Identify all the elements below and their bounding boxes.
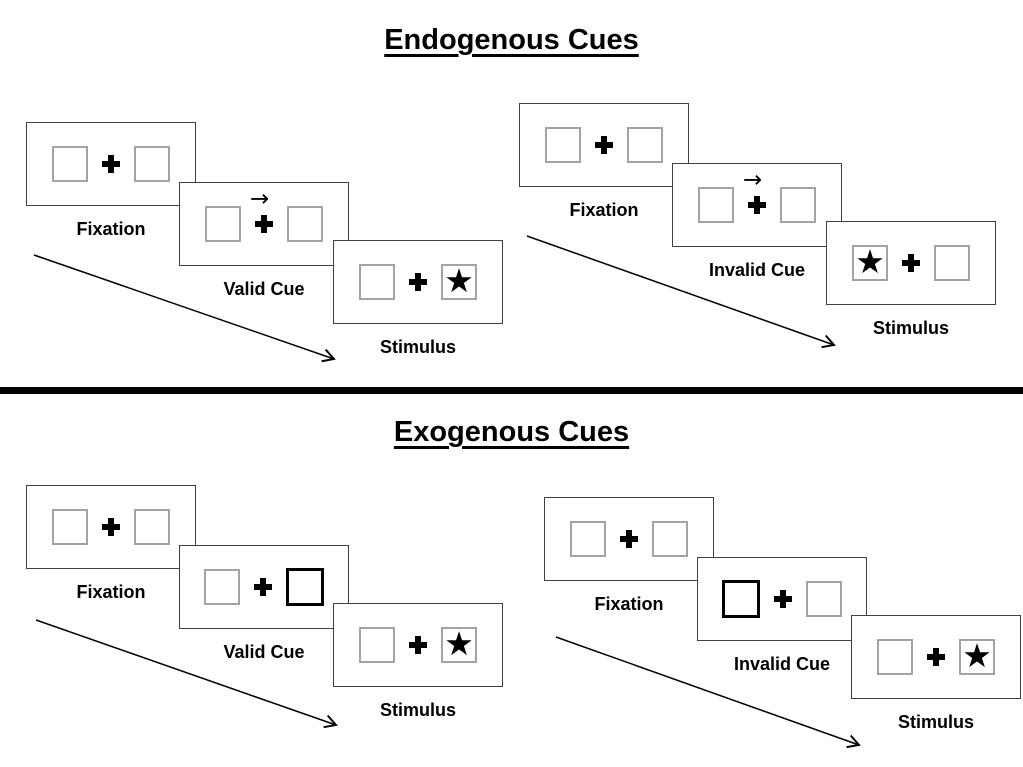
right-box: [934, 245, 970, 281]
panel-stimulus: ★: [826, 221, 996, 305]
left-box: [204, 569, 240, 605]
fixation-cross-icon: →: [250, 188, 273, 233]
panel-fixation: [26, 122, 196, 206]
endogenous-valid-sequence: Fixation → Valid Cue ★ Stimulus: [26, 122, 531, 390]
panel-stimulus: ★: [851, 615, 1021, 699]
left-box: [545, 127, 581, 163]
endogenous-section-title: Endogenous Cues: [384, 24, 639, 56]
fixation-cross-icon: [102, 155, 120, 173]
panel-invalid-cue: →: [672, 163, 842, 247]
fixation-cross-icon: [774, 590, 792, 608]
exogenous-invalid-sequence: Fixation Invalid Cue ★ Stimulus: [544, 497, 1023, 765]
fixation-cross-icon: [595, 136, 613, 154]
panel-invalid-cue: [697, 557, 867, 641]
left-box: [359, 264, 395, 300]
star-icon: ★: [444, 260, 474, 300]
left-box-with-star: ★: [852, 245, 888, 281]
panel-label: Invalid Cue: [733, 654, 831, 674]
panel-fixation: [544, 497, 714, 581]
fixation-cross-icon: [927, 648, 945, 666]
left-box: [570, 521, 606, 557]
panel-label: Fixation: [569, 200, 639, 220]
panel-label: Fixation: [76, 219, 146, 239]
exogenous-valid-sequence: Fixation Valid Cue ★ Stimulus: [26, 485, 531, 753]
right-box-with-star: ★: [441, 264, 477, 300]
right-box: [134, 509, 170, 545]
panel-label: Valid Cue: [223, 642, 305, 662]
fixation-cross-icon: [254, 578, 272, 596]
fixation-cross-icon: [102, 518, 120, 536]
panel-stimulus: ★: [333, 240, 503, 324]
section-divider: [0, 387, 1023, 394]
panel-stimulus: ★: [333, 603, 503, 687]
left-box-cued: [722, 580, 760, 618]
right-box: [627, 127, 663, 163]
cue-arrow-right-icon: →: [743, 167, 763, 193]
panel-label: Stimulus: [872, 318, 949, 338]
left-box: [52, 509, 88, 545]
right-box: [806, 581, 842, 617]
star-icon: ★: [444, 623, 474, 663]
right-box-cued: [286, 568, 324, 606]
panel-label: Fixation: [76, 582, 146, 602]
right-box-with-star: ★: [441, 627, 477, 663]
panel-label: Stimulus: [897, 712, 974, 732]
right-box: [780, 187, 816, 223]
fixation-cross-icon: [620, 530, 638, 548]
star-icon: ★: [855, 241, 885, 281]
right-box: [134, 146, 170, 182]
fixation-cross-icon: [409, 636, 427, 654]
panel-label: Stimulus: [379, 700, 456, 720]
panel-valid-cue: [179, 545, 349, 629]
panel-label: Fixation: [594, 594, 664, 614]
right-box-with-star: ★: [959, 639, 995, 675]
cue-arrow-right-icon: →: [250, 186, 270, 212]
fixation-cross-icon: [902, 254, 920, 272]
left-box: [52, 146, 88, 182]
star-icon: ★: [962, 635, 992, 675]
endogenous-invalid-sequence: Fixation → Invalid Cue ★ Stimulus: [519, 103, 1023, 371]
right-box: [652, 521, 688, 557]
exogenous-section-title: Exogenous Cues: [393, 416, 630, 448]
fixation-cross-icon: [409, 273, 427, 291]
left-box: [205, 206, 241, 242]
panel-fixation: [519, 103, 689, 187]
left-box: [877, 639, 913, 675]
right-box: [287, 206, 323, 242]
left-box: [698, 187, 734, 223]
panel-valid-cue: →: [179, 182, 349, 266]
panel-fixation: [26, 485, 196, 569]
panel-label: Invalid Cue: [708, 260, 806, 280]
left-box: [359, 627, 395, 663]
panel-label: Valid Cue: [223, 279, 305, 299]
panel-label: Stimulus: [379, 337, 456, 357]
fixation-cross-icon: →: [743, 169, 766, 214]
